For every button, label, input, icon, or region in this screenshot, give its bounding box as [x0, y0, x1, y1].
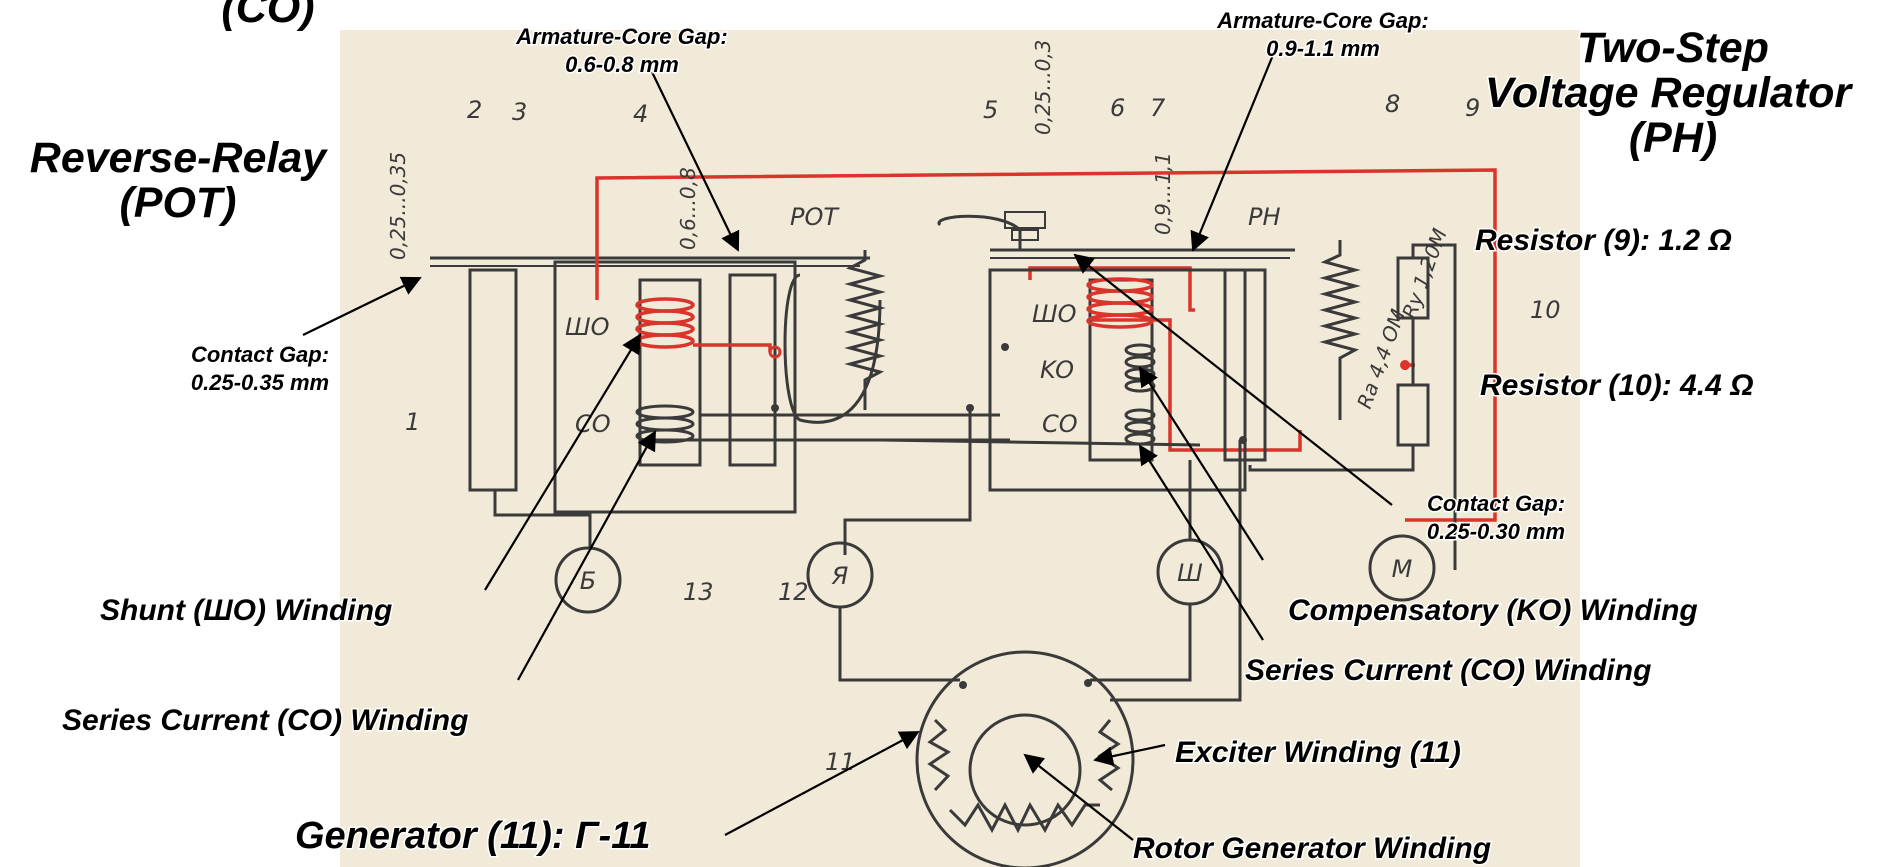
series-winding-right-label: Series Current (CO) Winding [1245, 654, 1651, 687]
svg-text:8: 8 [1385, 90, 1400, 118]
title-reverse-relay-code: (POT) [119, 179, 236, 227]
shunt-winding-label: Shunt (ШО) Winding [100, 594, 392, 627]
svg-text:0,6...0,8: 0,6...0,8 [676, 167, 700, 250]
svg-text:12: 12 [778, 578, 809, 606]
svg-text:4: 4 [633, 100, 648, 128]
svg-text:KO: KO [1040, 356, 1074, 384]
red-wire-main [595, 168, 1497, 522]
svg-text:10: 10 [1530, 296, 1561, 324]
svg-text:6: 6 [1110, 94, 1125, 122]
spring-8 [1319, 240, 1361, 420]
svg-text:1: 1 [405, 408, 420, 436]
title-ph: (PH) [1629, 114, 1717, 162]
armature-gap-left-value: 0.6-0.8 mm [565, 52, 679, 77]
svg-text:ШО: ШО [565, 313, 610, 341]
svg-text:0,25...0,3: 0,25...0,3 [1031, 40, 1055, 135]
contact-gap-right-value: 0.25-0.30 mm [1427, 519, 1565, 544]
contact-gap-right-label: Contact Gap: [1427, 491, 1565, 516]
terminal-m: M [1368, 534, 1436, 602]
terminal-b: Б [554, 546, 622, 614]
armature-gap-right-label: Armature-Core Gap: [1216, 8, 1428, 33]
svg-text:13: 13 [683, 578, 714, 606]
armature-gap-left-label: Armature-Core Gap: [515, 24, 727, 49]
left-frame [553, 260, 797, 514]
left-core-1 [468, 268, 518, 492]
spring-12 [844, 250, 886, 410]
resistor-9-label: Resistor (9): 1.2 Ω [1475, 224, 1732, 257]
series-winding-left-label: Series Current (CO) Winding [62, 704, 468, 737]
svg-text:POT: POT [790, 203, 840, 231]
resistor-10-label: Resistor (10): 4.4 Ω [1480, 369, 1754, 402]
rotor-winding-label: Rotor Generator Winding [1133, 832, 1491, 865]
svg-text:3: 3 [512, 98, 527, 126]
title-voltage-regulator: Voltage Regulator [1485, 69, 1854, 117]
svg-text:7: 7 [1150, 94, 1166, 122]
left-core-2 [638, 278, 702, 467]
svg-text:PH: PH [1248, 203, 1281, 231]
exciter-winding-label: Exciter Winding (11) [1175, 736, 1461, 769]
svg-text:CO: CO [1042, 410, 1078, 438]
svg-text:M: M [1392, 555, 1413, 583]
title-reverse-relay: Reverse-Relay [30, 134, 329, 182]
terminal-sh: Ш [1156, 538, 1224, 606]
svg-text:0,9...1,1: 0,9...1,1 [1151, 152, 1175, 235]
co-coil-left [635, 404, 695, 444]
svg-text:Ш: Ш [1177, 559, 1203, 587]
sho-coil-right [1086, 277, 1154, 329]
armature-gap-right-value: 0.9-1.1 mm [1266, 36, 1380, 61]
svg-text:0,25...0,35: 0,25...0,35 [386, 152, 410, 260]
title-two-step: Two-Step [1577, 24, 1769, 72]
generator-label: Generator (11): Г-11 [295, 815, 651, 857]
svg-text:9: 9 [1465, 94, 1480, 122]
compensatory-winding-label: Compensatory (KO) Winding [1288, 594, 1698, 627]
svg-text:Я: Я [831, 562, 849, 590]
svg-text:11: 11 [825, 748, 856, 776]
svg-text:Б: Б [580, 567, 596, 595]
svg-text:5: 5 [983, 96, 998, 124]
contact-gap-left-value: 0.25-0.35 mm [191, 370, 329, 395]
right-frame [988, 268, 1247, 492]
contact-gap-left-label: Contact Gap: [191, 342, 329, 367]
svg-text:ШО: ШО [1032, 300, 1077, 328]
annotation-arrows [302, 54, 1393, 841]
svg-text:2: 2 [467, 96, 482, 124]
title-co-fragment: (CO) [221, 0, 314, 32]
